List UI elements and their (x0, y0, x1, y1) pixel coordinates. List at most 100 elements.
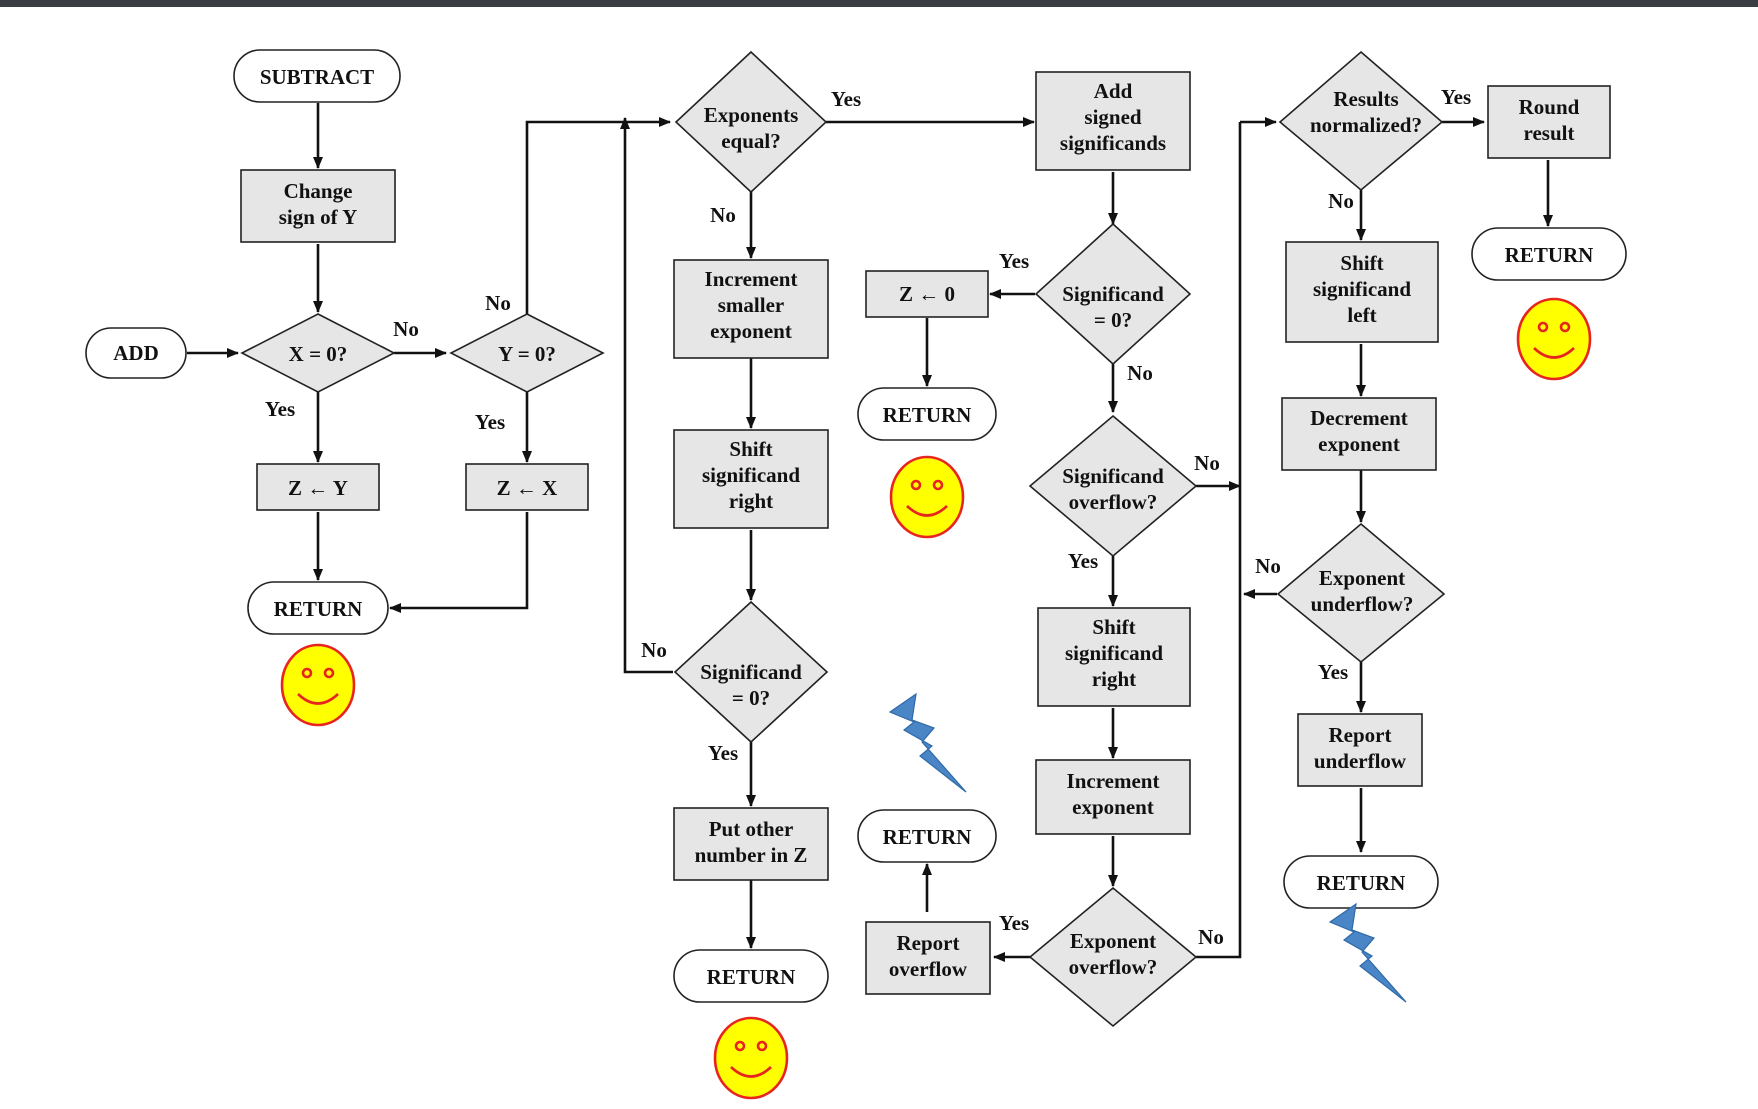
svg-text:significands: significands (1060, 131, 1166, 155)
svg-text:Increment: Increment (705, 267, 798, 291)
process-shift-significand-right-2: Shift significand right (1037, 607, 1191, 707)
terminal-add: ADD (85, 327, 187, 379)
edge-label: No (1255, 554, 1281, 578)
process-add-signed-significands: Add signed significands (1035, 71, 1191, 171)
svg-text:number in Z: number in Z (695, 843, 808, 867)
svg-text:exponent: exponent (710, 319, 792, 343)
lightning-bolt-icon (1329, 903, 1407, 1003)
terminal-subtract: SUBTRACT (233, 49, 401, 103)
decision-exponent-overflow: Exponent overflow? (1028, 886, 1198, 1028)
svg-text:RETURN: RETURN (883, 403, 972, 427)
decision-significand-zero-1: Significand = 0? (673, 600, 829, 744)
svg-text:significand: significand (1313, 277, 1411, 301)
lightning-bolt-icon (889, 693, 967, 793)
svg-text:overflow?: overflow? (1069, 490, 1158, 514)
edge-label: No (1198, 925, 1224, 949)
svg-text:Significand: Significand (1062, 464, 1164, 488)
terminal-return-3: RETURN (857, 387, 997, 441)
decision-exponents-equal: Exponents equal? (674, 50, 828, 194)
terminal-return-6: RETURN (1283, 855, 1439, 909)
svg-text:= 0?: = 0? (732, 686, 770, 710)
decision-significand-overflow: Significand overflow? (1028, 414, 1198, 558)
svg-text:Add: Add (1094, 79, 1133, 103)
edge-label: Yes (831, 87, 861, 111)
svg-text:equal?: equal? (721, 129, 781, 153)
edge-label: No (1194, 451, 1220, 475)
edge-label: No (1328, 189, 1354, 213)
edge-label: No (393, 317, 419, 341)
process-z-gets-zero: Z ← 0 (865, 270, 989, 318)
svg-text:Shift: Shift (729, 437, 772, 461)
process-z-gets-y: Z ← Y (256, 463, 380, 511)
svg-text:Z ← X: Z ← X (497, 476, 558, 500)
edge-label: No (485, 291, 511, 315)
svg-text:RETURN: RETURN (707, 965, 796, 989)
svg-text:Exponents: Exponents (704, 103, 799, 127)
decision-x-zero: X = 0? (240, 313, 396, 393)
svg-text:X = 0?: X = 0? (289, 342, 348, 366)
svg-text:Report: Report (1329, 723, 1392, 747)
edge-label: No (1127, 361, 1153, 385)
svg-text:underflow: underflow (1314, 749, 1407, 773)
edge-label: No (641, 638, 667, 662)
process-round-result: Round result (1487, 85, 1611, 159)
process-z-gets-x: Z ← X (465, 463, 589, 511)
edge-label: Yes (1318, 660, 1348, 684)
svg-text:Exponent: Exponent (1319, 566, 1405, 590)
svg-text:SUBTRACT: SUBTRACT (260, 65, 374, 89)
svg-text:sign of Y: sign of Y (279, 205, 358, 229)
svg-text:Round: Round (1519, 95, 1580, 119)
svg-text:underflow?: underflow? (1311, 592, 1414, 616)
edge-labels: No Yes No Yes Yes No No Yes Yes No No Ye… (265, 85, 1471, 949)
svg-text:Z ← Y: Z ← Y (288, 476, 348, 500)
svg-text:Y = 0?: Y = 0? (498, 342, 556, 366)
process-increment-smaller-exponent: Increment smaller exponent (673, 259, 829, 359)
svg-text:significand: significand (1065, 641, 1163, 665)
svg-text:right: right (1092, 667, 1136, 691)
svg-text:significand: significand (702, 463, 800, 487)
svg-text:smaller: smaller (718, 293, 784, 317)
svg-text:Report: Report (897, 931, 960, 955)
svg-text:overflow?: overflow? (1069, 955, 1158, 979)
smiley-face-icon (889, 455, 965, 539)
svg-text:result: result (1524, 121, 1575, 145)
svg-text:RETURN: RETURN (883, 825, 972, 849)
svg-text:Z ← 0: Z ← 0 (899, 282, 955, 306)
edge-label: Yes (265, 397, 295, 421)
svg-text:Put other: Put other (709, 817, 794, 841)
process-shift-significand-right-1: Shift significand right (673, 429, 829, 529)
edge-label: No (710, 203, 736, 227)
terminal-return-1: RETURN (247, 581, 389, 635)
terminal-return-5: RETURN (1471, 227, 1627, 281)
svg-text:Increment: Increment (1067, 769, 1160, 793)
terminal-return-4: RETURN (857, 809, 997, 863)
svg-text:ADD: ADD (113, 341, 159, 365)
window-top-bar (0, 0, 1758, 7)
svg-text:Results: Results (1333, 87, 1398, 111)
svg-text:Shift: Shift (1340, 251, 1383, 275)
process-decrement-exponent: Decrement exponent (1281, 397, 1437, 471)
svg-text:Decrement: Decrement (1310, 406, 1408, 430)
svg-text:Change: Change (284, 179, 353, 203)
svg-text:Exponent: Exponent (1070, 929, 1156, 953)
edge-label: Yes (999, 249, 1029, 273)
svg-text:exponent: exponent (1318, 432, 1400, 456)
svg-text:signed: signed (1084, 105, 1142, 129)
edge-label: Yes (1441, 85, 1471, 109)
process-change-sign: Change sign of Y (240, 169, 396, 243)
svg-text:overflow: overflow (889, 957, 968, 981)
process-put-other-number: Put other number in Z (673, 807, 829, 881)
svg-text:right: right (729, 489, 773, 513)
process-increment-exponent: Increment exponent (1035, 759, 1191, 835)
edge-label: Yes (475, 410, 505, 434)
process-report-underflow: Report underflow (1297, 713, 1423, 787)
svg-text:Shift: Shift (1092, 615, 1135, 639)
edge-label: Yes (1068, 549, 1098, 573)
decision-significand-zero-2: Significand = 0? (1034, 222, 1192, 366)
smiley-face-icon (280, 643, 356, 727)
svg-text:RETURN: RETURN (1505, 243, 1594, 267)
process-shift-significand-left: Shift significand left (1285, 241, 1439, 343)
connectors (187, 103, 1553, 962)
edge-label: Yes (708, 741, 738, 765)
